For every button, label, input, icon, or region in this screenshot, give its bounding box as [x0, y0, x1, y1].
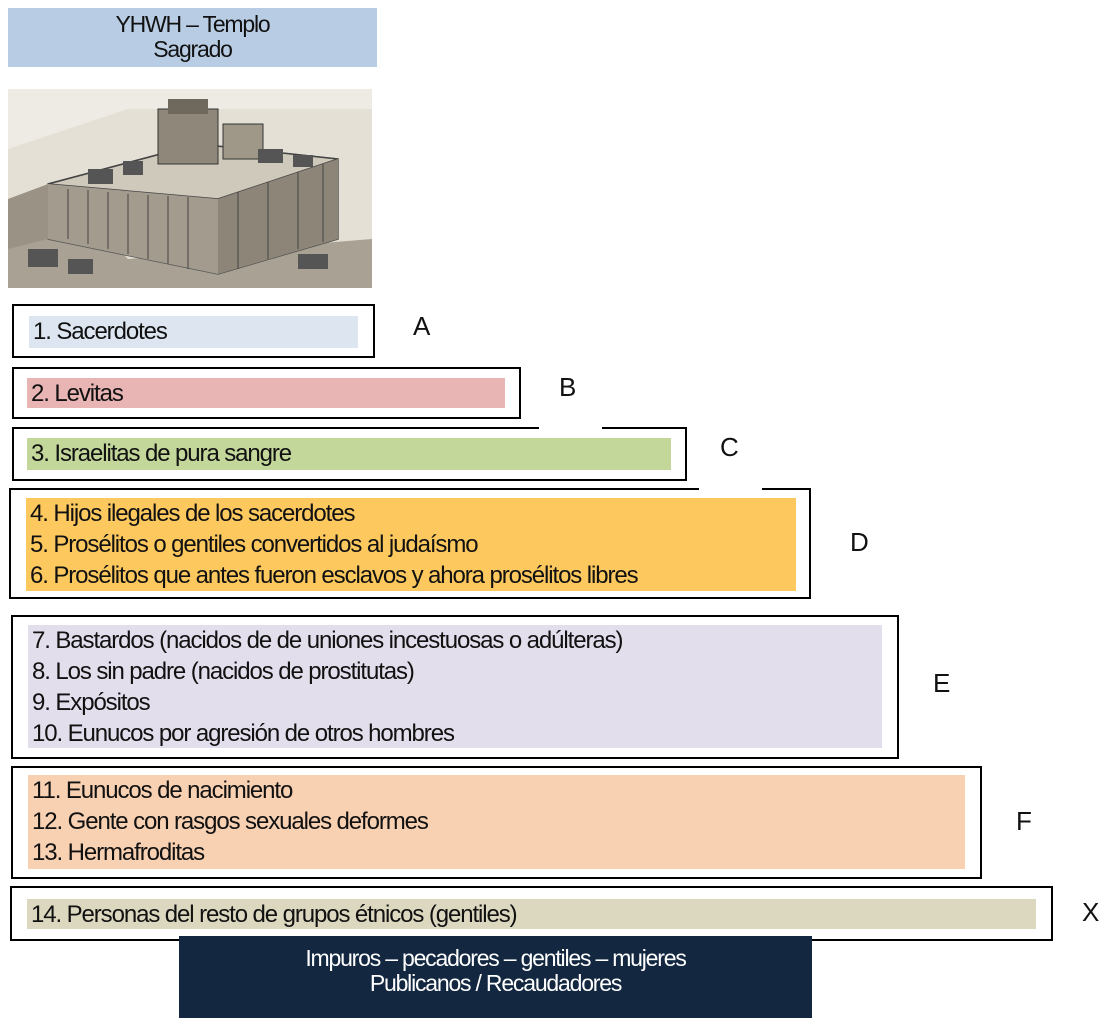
tier-c-frame-gap	[539, 425, 602, 430]
footer-line-1: Impuros – pecadores – gentiles – mujeres	[305, 945, 686, 971]
tier-e-box: 7. Bastardos (nacidos de de uniones ince…	[28, 625, 882, 748]
tier-f-label: F	[1016, 806, 1032, 836]
tier-a-item-1: 1. Sacerdotes	[33, 318, 168, 345]
tier-a-box: 1. Sacerdotes	[29, 316, 358, 348]
tier-c-label: C	[720, 432, 739, 462]
tier-x-label: X	[1082, 897, 1100, 927]
tier-d-frame-gap	[699, 486, 762, 491]
tier-x-box: 14. Personas del resto de grupos étnicos…	[27, 899, 1036, 929]
temple-image	[8, 89, 372, 288]
tier-f-box: 11. Eunucos de nacimiento 12. Gente con …	[28, 775, 965, 869]
tier-f-item-2: 12. Gente con rasgos sexuales deformes	[32, 808, 429, 835]
tier-x-item-1: 14. Personas del resto de grupos étnicos…	[31, 901, 518, 928]
tier-e-item-4: 10. Eunucos por agresión de otros hombre…	[32, 720, 455, 747]
tier-d-item-2: 5. Prosélitos o gentiles convertidos al …	[30, 531, 479, 558]
footer-banner: Impuros – pecadores – gentiles – mujeres…	[179, 936, 812, 1018]
header-line-2: Sagrado	[153, 36, 233, 62]
temple-illustration-svg	[8, 89, 372, 288]
tier-a-label: A	[413, 311, 431, 341]
tier-d-label: D	[850, 527, 869, 557]
tier-b-box: 2. Levitas	[27, 378, 505, 408]
tier-e-item-1: 7. Bastardos (nacidos de de uniones ince…	[32, 627, 624, 654]
tier-f-item-1: 11. Eunucos de nacimiento	[32, 777, 293, 804]
tier-d-item-1: 4. Hijos ilegales de los sacerdotes	[30, 500, 355, 527]
tier-b-item-1: 2. Levitas	[31, 380, 124, 407]
tier-c-item-1: 3. Israelitas de pura sangre	[31, 440, 292, 467]
tier-e-item-3: 9. Expósitos	[32, 689, 151, 716]
footer-line-2: Publicanos / Recaudadores	[369, 970, 622, 996]
tier-d-box: 4. Hijos ilegales de los sacerdotes 5. P…	[26, 498, 796, 591]
tier-f-item-3: 13. Hermafroditas	[32, 839, 205, 866]
tier-b-label: B	[559, 372, 577, 402]
tier-e-label: E	[933, 668, 951, 698]
tier-c-box: 3. Israelitas de pura sangre	[27, 438, 671, 470]
tier-e-item-2: 8. Los sin padre (nacidos de prostitutas…	[32, 658, 415, 685]
tier-d-item-3: 6. Prosélitos que antes fueron esclavos …	[30, 562, 639, 589]
header-line-1: YHWH – Templo	[115, 11, 271, 37]
header-title: YHWH – Templo Sagrado	[8, 8, 377, 67]
